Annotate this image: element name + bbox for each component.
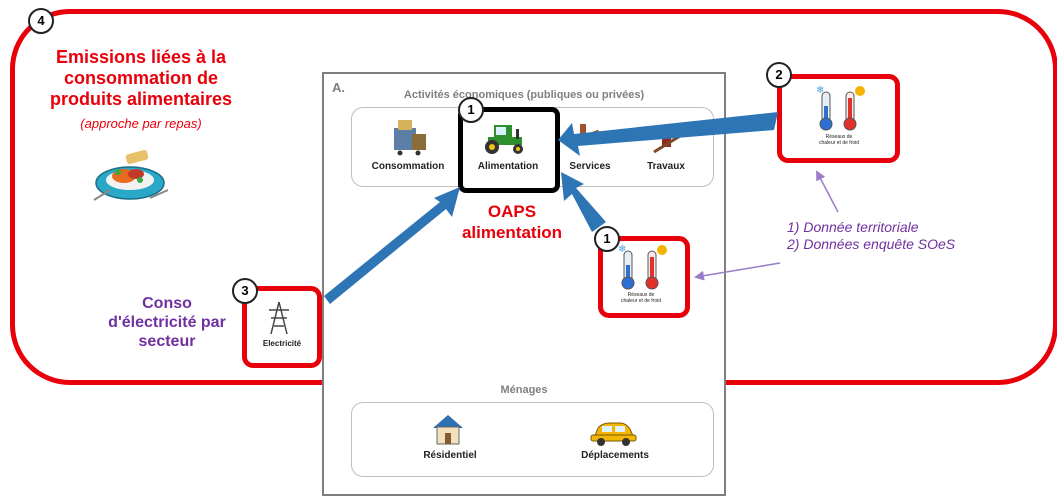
- svg-text:❄: ❄: [816, 85, 824, 96]
- menages-residentiel: Résidentiel: [423, 450, 477, 461]
- emissions-title-line-1: Emissions liées à la: [55, 47, 227, 67]
- svg-text:❄: ❄: [618, 244, 626, 255]
- arrow-heat-local-to-alimentation: [561, 172, 606, 232]
- conso-electricite-text: Conso d'électricité par secteur: [92, 294, 242, 351]
- sector-travaux: Travaux: [647, 161, 685, 172]
- menages-box: [351, 402, 714, 477]
- sector-alimentation: Alimentation: [477, 161, 539, 172]
- electricity-box: [242, 286, 322, 368]
- emissions-title-line-3: produits alimentaires: [49, 89, 233, 109]
- caption-2-line-2: chaleur et de froid: [818, 140, 860, 146]
- shopping-icon: [394, 120, 426, 156]
- heat-network-caption-1: Réseaux de chaleur et de froid: [614, 292, 668, 304]
- tractor-icon: [485, 125, 523, 154]
- pylon-icon: [269, 301, 289, 335]
- thermometer-pair-icon-1: ❄: [618, 244, 667, 290]
- marker-1-right: 1: [594, 226, 620, 252]
- heat-network-box-2: [777, 74, 900, 163]
- sector-services: Services: [569, 161, 611, 172]
- arrow-electricity-to-alimentation: [324, 187, 460, 304]
- oaps-label: OAPS alimentation: [444, 201, 580, 243]
- caption-1-line-2: chaleur et de froid: [620, 298, 662, 304]
- caption-2-line-1: Réseaux de: [825, 134, 853, 140]
- emissions-title-line-2: consommation de: [63, 68, 219, 88]
- marker-3: 3: [232, 278, 258, 304]
- house-icon: [433, 415, 463, 445]
- thermometer-cold-icon: ❄: [816, 85, 833, 131]
- source-line-1: 1) Donnée territoriale: [787, 219, 919, 235]
- oaps-line-1: OAPS: [487, 202, 537, 221]
- arrow-heat-network-to-alimentation: [558, 112, 778, 156]
- panel-letter: A.: [332, 80, 345, 95]
- marker-1-top: 1: [458, 97, 484, 123]
- purple-arrow-to-box-2: [816, 170, 839, 213]
- car-icon: [590, 422, 637, 446]
- menages-title: Ménages: [500, 384, 548, 396]
- source-line-2: 2) Données enquête SOeS: [787, 236, 956, 252]
- marker-2: 2: [766, 62, 792, 88]
- meal-plate-icon: [93, 149, 169, 201]
- data-sources-text: 1) Donnée territoriale 2) Données enquêt…: [787, 219, 955, 253]
- conso-line-2: d'électricité par: [108, 314, 226, 331]
- sector-consommation: Consommation: [371, 161, 445, 172]
- menages-deplacements: Déplacements: [581, 450, 649, 461]
- conso-line-1: Conso: [142, 295, 192, 312]
- emissions-subtitle: (approche par repas): [80, 116, 202, 131]
- emissions-title: Emissions liées à la consommation de pro…: [28, 47, 254, 110]
- caption-1-line-1: Réseaux de: [627, 292, 655, 298]
- thermometer-hot-icon: [843, 86, 865, 131]
- oaps-line-2: alimentation: [461, 223, 563, 242]
- thermometer-hot-icon: [645, 245, 667, 290]
- marker-4: 4: [28, 8, 54, 34]
- arrows-layer: [324, 112, 839, 304]
- purple-arrow-to-box-1: [694, 262, 781, 281]
- thermometer-pair-icon-2: ❄: [816, 85, 865, 131]
- heat-network-caption-2: Réseaux de chaleur et de froid: [812, 134, 866, 146]
- thermometer-cold-icon: ❄: [618, 244, 635, 290]
- conso-line-3: secteur: [138, 333, 196, 350]
- electricity-label: Electricité: [262, 339, 302, 348]
